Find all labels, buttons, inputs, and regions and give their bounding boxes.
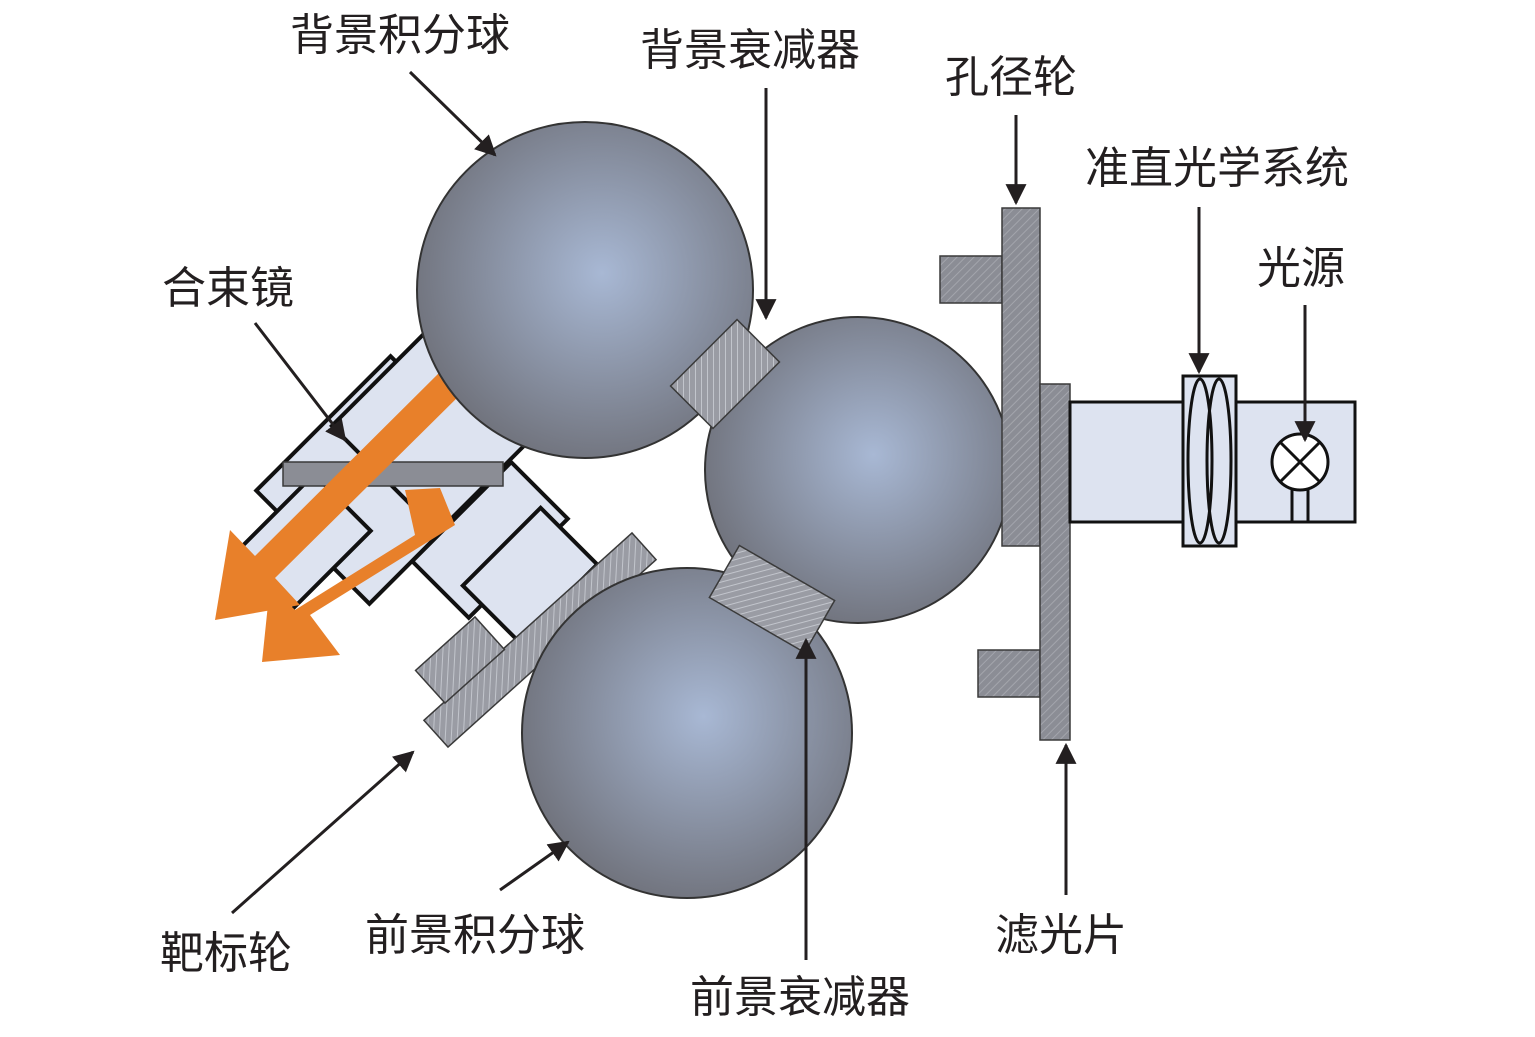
light-beams bbox=[215, 367, 465, 662]
arrow-beam-combiner bbox=[253, 322, 347, 442]
label-bg-attenuator: 背景衰减器 bbox=[640, 25, 860, 76]
label-collimator: 准直光学系统 bbox=[1085, 143, 1349, 194]
leader-arrows bbox=[231, 70, 1316, 960]
aperture-wheel bbox=[939, 207, 1041, 698]
foreground-attenuator bbox=[708, 544, 836, 654]
label-filter: 滤光片 bbox=[995, 910, 1127, 961]
label-bg-sphere: 背景积分球 bbox=[290, 10, 510, 61]
foreground-sphere bbox=[521, 567, 853, 899]
background-attenuator bbox=[669, 318, 781, 430]
arrow-target-wheel bbox=[231, 750, 415, 915]
collimator-lens bbox=[1181, 374, 1238, 548]
arrow-fg-sphere bbox=[499, 840, 570, 892]
light-source-icon bbox=[1270, 432, 1330, 522]
background-sphere bbox=[416, 121, 754, 459]
label-target-wheel: 靶标轮 bbox=[160, 928, 292, 979]
label-fg-sphere: 前景积分球 bbox=[365, 910, 585, 961]
arrow-bg-sphere bbox=[408, 70, 497, 157]
label-fg-attenuator: 前景衰减器 bbox=[690, 972, 910, 1023]
label-light-source: 光源 bbox=[1257, 243, 1345, 294]
label-beam-combiner: 合束镜 bbox=[162, 263, 294, 314]
filter bbox=[1039, 383, 1071, 741]
combiner-mirror bbox=[282, 461, 504, 487]
label-aperture-wheel: 孔径轮 bbox=[945, 52, 1077, 103]
